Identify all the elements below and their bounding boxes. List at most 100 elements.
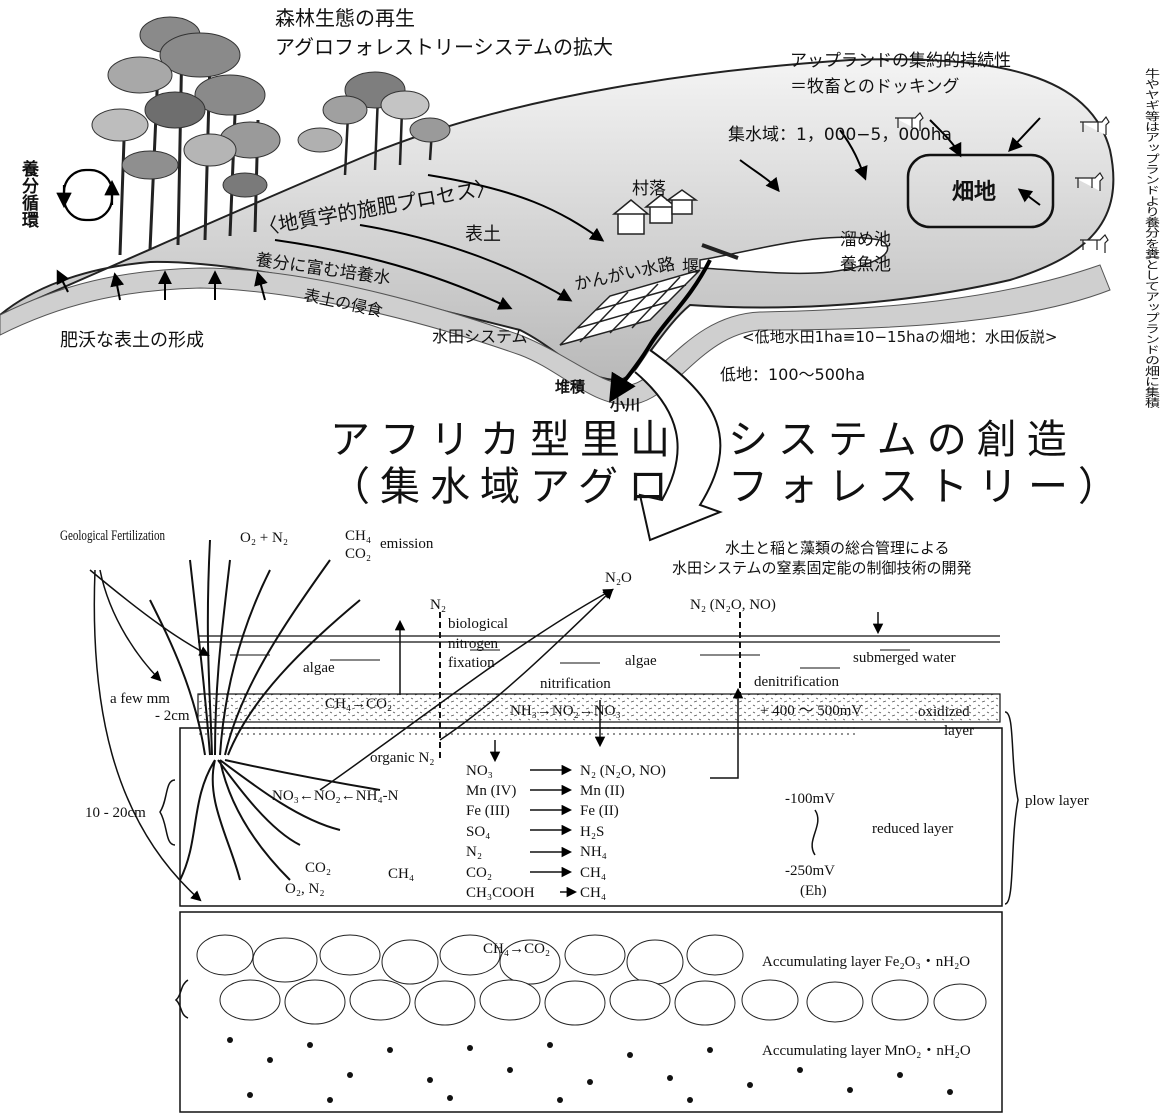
reaction-left-item: NO₃ (466, 763, 493, 779)
ch4-top-label: CH₄ (345, 528, 371, 544)
few-mm-label: a few mm (110, 691, 170, 707)
mv-250-label: -250mV (785, 863, 835, 879)
reaction-right-item: N₂ (N₂O, NO) (580, 763, 666, 779)
reaction-left-item: Fe (III) (466, 803, 510, 819)
transition-arrow (634, 349, 723, 542)
ch4-co2-oxidized-label: CH₄→CO₂ (325, 696, 392, 712)
landscape-illustration (0, 16, 1115, 542)
reaction-right-item: Mn (II) (580, 783, 625, 799)
two-cm-label: - 2cm (155, 708, 190, 724)
reaction-left-item: Mn (IV) (466, 783, 516, 799)
pond-label-1: 溜め池 (840, 230, 891, 250)
village-label: 村落 (632, 179, 666, 199)
depth-10-20-label: 10 - 20cm (85, 805, 146, 821)
bio-fix-line-3: fixation (448, 655, 495, 671)
n2o-label: N₂O (605, 570, 632, 586)
acc-fe-label: Accumulating layer Fe₂O₃・nH₂O (762, 954, 970, 970)
geo-fert-label: Geological Fertilization (60, 528, 165, 544)
upland-title-line-1: アップランドの集約的持続性 (790, 51, 1011, 71)
jp-title-line-2: 水田システムの窒素固定能の制御技術の開発 (672, 559, 972, 577)
algae-label-2: algae (625, 653, 657, 669)
headline-line-2-right: フォレストリー） (728, 464, 1128, 510)
livestock-icons (895, 112, 1110, 253)
reaction-right-column: N₂ (N₂O, NO) Mn (II) Fe (II) H₂S NH₄ CH₄… (580, 763, 666, 901)
submerged-label: submerged water (853, 650, 956, 666)
headline-line-1-left: アフリカ型里山 (330, 417, 680, 463)
process-arrows (89, 569, 884, 902)
accumulating-clods (196, 934, 987, 1026)
stream-line (609, 259, 712, 403)
forest-title-line-2: アグロフォレストリーシステムの拡大 (275, 35, 613, 59)
livestock-note: 牛やヤギ等はアップランドより養分を糞としてアップランドの畑に集積 (1143, 68, 1161, 408)
weir-label: 堰 (682, 257, 699, 277)
ch4-co2-accum-label: CH₄→CO₂ (483, 941, 550, 957)
reaction-right-item: CH₄ (580, 885, 606, 901)
headline-line-2-left: （集水域アグロ (330, 464, 678, 510)
topsoil-label: 表土 (465, 224, 501, 245)
oxidized-layer (197, 693, 1001, 723)
reaction-right-item: H₂S (580, 824, 604, 840)
fertile-topsoil-label: 肥沃な表土の形成 (60, 330, 204, 351)
dotted-band (198, 722, 858, 736)
landscape-arrows (56, 117, 1041, 310)
field-label: 畑地 (952, 180, 996, 205)
braces (159, 711, 1019, 1019)
jp-title-line-1: 水土と稲と藻類の総合管理による (725, 539, 950, 557)
no3-chain-label: NO₃←NO₂←NH₄-N (272, 788, 399, 804)
headline-line-1-right: システムの創造 (728, 417, 1077, 463)
nutrient-cycle-loop (56, 168, 120, 222)
rice-plant (149, 539, 381, 881)
upland-title-line-2: ＝牧畜とのドッキング (790, 77, 959, 97)
plow-layer-label: plow layer (1025, 793, 1089, 809)
eh-squiggle (811, 809, 819, 856)
paddy-grid (559, 269, 701, 346)
pond-label-2: 養魚池 (840, 255, 891, 275)
hypothesis-label: <低地水田1ha≡10−15haの畑地：水田仮説> (742, 328, 1057, 346)
paddy-system-label: 水田システム (432, 327, 528, 346)
forest-title-line-1: 森林生態の再生 (275, 6, 415, 30)
nitrification-label: nitrification (540, 676, 611, 692)
acc-mn-label: Accumulating layer MnO₂・nH₂O (762, 1043, 971, 1059)
paddy-cross-section (89, 539, 1019, 1113)
reaction-left-item: N₂ (466, 844, 482, 860)
water-lines (198, 635, 1000, 669)
mv-100-label: -100mV (785, 791, 835, 807)
nutrient-cycle-label: 養分循環 (18, 159, 40, 229)
reaction-arrows (530, 764, 578, 898)
oxidized-layer-label: layer (944, 723, 974, 739)
forest-trees (91, 16, 451, 256)
reaction-left-item: CO₂ (466, 865, 492, 881)
plow-layer-box (179, 727, 1003, 907)
deposition-label: 堆積 (555, 378, 586, 396)
reaction-right-item: NH₄ (580, 844, 607, 860)
o2n2-emission-label: O₂ + N₂ (240, 530, 288, 546)
denitrification-label: denitrification (754, 674, 839, 690)
weir-line (701, 243, 739, 260)
bio-fix-line-1: biological (448, 616, 508, 632)
reaction-left-item: CH₃COOH (466, 885, 535, 901)
mn-dots (227, 1037, 953, 1103)
village-houses (611, 189, 699, 235)
reaction-right-item: CH₄ (580, 865, 606, 881)
oxidized-label: oxidized (918, 704, 970, 720)
nh3-chain-label: NH₃→NO₂→NO₃ (510, 703, 621, 719)
co2-root-label: CO₂ (305, 860, 331, 876)
lowland-label: 低地：100〜500ha (720, 365, 865, 384)
reduced-layer-label: reduced layer (872, 821, 953, 837)
accumulating-layer-box (179, 911, 1003, 1113)
catchment-label: 集水域：1，000−5，000ha (728, 125, 952, 145)
bio-fix-line-2: nitrogen (448, 636, 498, 652)
pond-shape (699, 236, 889, 275)
headline: アフリカ型里山 システムの創造 （集水域アグロ フォレストリー） (330, 417, 1128, 510)
cross-section-labels: Geological Fertilization O₂ + N₂ CH₄ CO₂… (60, 528, 1089, 1059)
organic-n2-label: organic N₂ (370, 750, 435, 766)
co2-top-label: CO₂ (345, 546, 371, 562)
n2-right-label: N₂ (N₂O, NO) (690, 597, 776, 613)
mv-range-label: + 400 〜 500mV (760, 703, 862, 719)
ch4-root-label: CH₄ (388, 866, 414, 882)
reaction-left-item: SO₄ (466, 824, 490, 840)
n2-left-label: N₂ (430, 597, 446, 613)
emission-label: emission (380, 536, 434, 552)
reaction-right-item: Fe (II) (580, 803, 619, 819)
